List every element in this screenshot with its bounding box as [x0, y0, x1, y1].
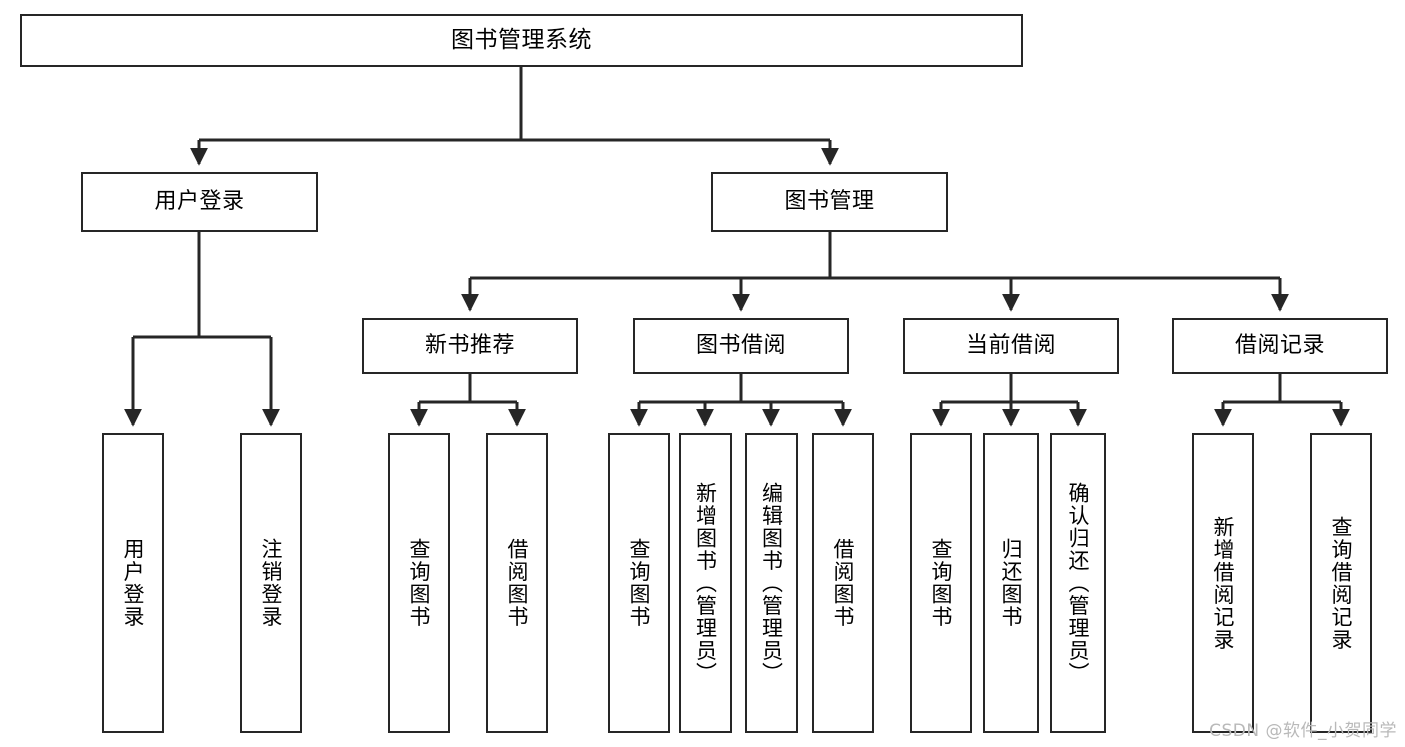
node-leaf-borrow-book-rec-label: 借阅图书	[505, 538, 530, 628]
node-leaf-user-login-label: 用户登录	[121, 538, 146, 628]
node-book-borrowing-label: 图书借阅	[695, 333, 786, 359]
node-current-borrowing[interactable]: 当前借阅	[903, 318, 1119, 374]
node-user-login[interactable]: 用户登录	[81, 172, 318, 232]
node-leaf-logout-label: 注销登录	[259, 538, 284, 628]
node-leaf-query-borrow-record-label: 查询借阅记录	[1329, 515, 1354, 651]
node-leaf-logout[interactable]: 注销登录	[240, 433, 302, 733]
node-leaf-edit-book[interactable]: 编辑图书（管理员）	[745, 433, 798, 733]
node-borrowing-record[interactable]: 借阅记录	[1172, 318, 1388, 374]
node-leaf-add-borrow-record-label: 新增借阅记录	[1211, 515, 1236, 651]
node-user-login-label: 用户登录	[154, 189, 245, 215]
node-leaf-add-borrow-record[interactable]: 新增借阅记录	[1192, 433, 1254, 733]
node-new-book-recommendation-label: 新书推荐	[424, 333, 515, 359]
node-leaf-edit-book-label: 编辑图书（管理员）	[759, 481, 784, 685]
node-leaf-query-book-borrow-label: 查询图书	[627, 538, 652, 628]
node-leaf-user-login[interactable]: 用户登录	[102, 433, 164, 733]
node-borrowing-record-label: 借阅记录	[1234, 333, 1325, 359]
node-book-borrowing[interactable]: 图书借阅	[633, 318, 849, 374]
node-leaf-query-book-rec[interactable]: 查询图书	[388, 433, 450, 733]
node-book-management[interactable]: 图书管理	[711, 172, 948, 232]
node-leaf-query-borrow-record[interactable]: 查询借阅记录	[1310, 433, 1372, 733]
node-leaf-borrow-book-rec[interactable]: 借阅图书	[486, 433, 548, 733]
node-leaf-add-book[interactable]: 新增图书（管理员）	[679, 433, 732, 733]
node-leaf-query-book-rec-label: 查询图书	[407, 538, 432, 628]
node-current-borrowing-label: 当前借阅	[965, 333, 1056, 359]
node-leaf-borrow-book[interactable]: 借阅图书	[812, 433, 874, 733]
node-leaf-query-book-current-label: 查询图书	[929, 538, 954, 628]
node-book-management-label: 图书管理	[784, 189, 875, 215]
node-leaf-confirm-return[interactable]: 确认归还（管理员）	[1050, 433, 1106, 733]
node-root-label: 图书管理系统	[451, 26, 592, 53]
node-new-book-recommendation[interactable]: 新书推荐	[362, 318, 578, 374]
node-leaf-query-book-current[interactable]: 查询图书	[910, 433, 972, 733]
node-leaf-borrow-book-label: 借阅图书	[831, 538, 856, 628]
node-leaf-return-book-label: 归还图书	[999, 538, 1024, 628]
node-leaf-add-book-label: 新增图书（管理员）	[693, 481, 718, 685]
node-leaf-query-book-borrow[interactable]: 查询图书	[608, 433, 670, 733]
node-root[interactable]: 图书管理系统	[20, 14, 1023, 67]
node-leaf-confirm-return-label: 确认归还（管理员）	[1066, 481, 1091, 685]
node-leaf-return-book[interactable]: 归还图书	[983, 433, 1039, 733]
csdn-watermark: CSDN @软件_小贺同学	[1209, 721, 1397, 741]
